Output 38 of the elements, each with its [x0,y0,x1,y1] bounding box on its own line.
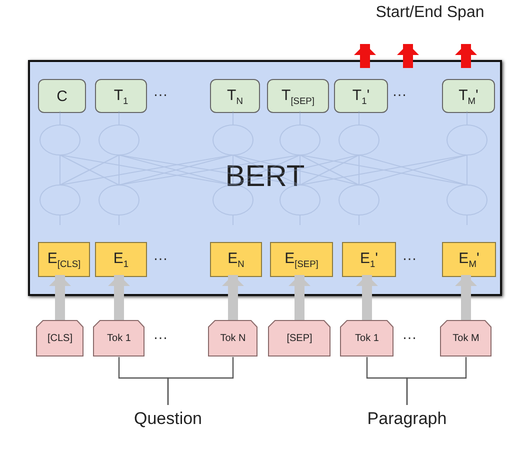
embedding-box: E$_{M}$' [442,242,496,277]
arrow [354,44,376,68]
ellipsis: … [153,247,168,264]
group-label: Question [125,405,211,433]
arrow [455,275,477,320]
ellipsis: … [402,247,417,264]
input-token-box: Tok 1 [93,320,145,357]
bracket-line [406,357,467,405]
output-token-box: T$_{N}$ [210,79,260,113]
input-token-box: Tok 1 [340,320,394,357]
embedding-box: E$_{1}$ [95,242,147,277]
embedding-box: E$_{N}$ [210,242,262,277]
output-token-box: T$_{M}$' [442,79,495,113]
arrow [288,275,310,320]
output-label: Start/End Span [355,4,505,44]
bracket-line [167,357,234,405]
input-token-box: [SEP] [268,320,331,357]
output-token-box: T$_{[SEP]}$ [267,79,329,113]
input-token-box: Tok N [208,320,258,357]
output-token-box: T$_{1}$' [334,79,388,113]
arrow [108,275,130,320]
output-token-box: T$_{1}$ [95,79,147,113]
ellipsis: … [392,83,407,100]
input-token-box: [CLS] [36,320,84,357]
arrow [455,44,477,68]
output-token-box: C [38,79,86,113]
ellipsis: … [402,326,417,343]
embedding-box: E$_{1}$' [342,242,396,277]
embedding-box: E$_{[SEP]}$ [270,242,333,277]
input-token-box: Tok M [440,320,492,357]
arrow [356,275,378,320]
arrow [49,275,71,320]
arrow [222,275,244,320]
arrow [397,44,419,68]
ellipsis: … [153,326,168,343]
embedding-box: E$_{[CLS]}$ [38,242,90,277]
ellipsis: … [153,83,168,100]
group-label: Paragraph [360,405,454,433]
